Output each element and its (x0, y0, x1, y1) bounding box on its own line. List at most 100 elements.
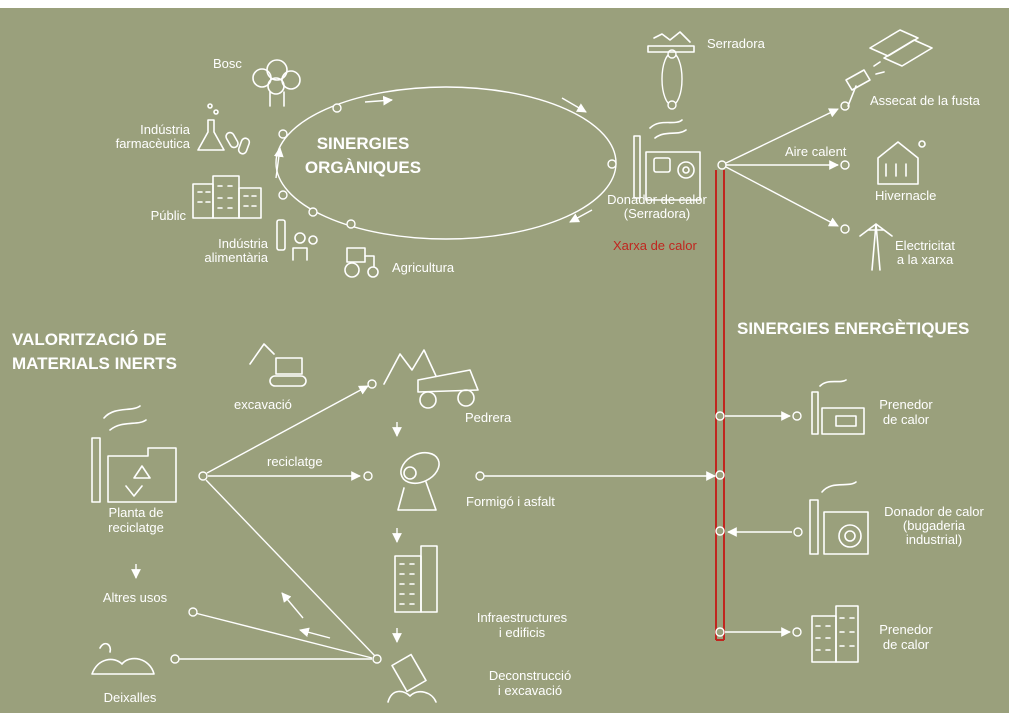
organic-title-1: SINERGIES (316, 134, 410, 153)
label-decon-1: Deconstrucció (488, 668, 572, 683)
label-reciclatge: reciclatge (267, 454, 323, 469)
node-hivernacle (840, 160, 850, 170)
label-formigo: Formigó i asfalt (466, 494, 555, 509)
cycle-node-bosc (332, 103, 342, 113)
label-hivernacle: Hivernacle (875, 188, 937, 203)
cycle-node-donador (607, 159, 617, 169)
label-prenedor1-2: de calor (882, 412, 930, 427)
pedrera-node (367, 379, 377, 389)
label-serradora: Serradora (707, 36, 765, 51)
recycle-factory-icon (91, 405, 177, 503)
tree-icon (252, 59, 301, 107)
excavator-icon (249, 343, 307, 387)
network-node-3 (715, 526, 725, 536)
tractor-icon (344, 247, 379, 278)
label-bugaderia-1: Donador de calor (884, 504, 984, 519)
label-assecat: Assecat de la fusta (870, 93, 980, 108)
node-electricitat (840, 224, 850, 234)
cycle-arrow-left (273, 147, 284, 179)
label-bosc: Bosc (213, 56, 242, 71)
donador-output-node (717, 160, 727, 170)
label-donador-1: Donador de calor (607, 192, 707, 207)
cycle-arrow-right-bottom (569, 209, 593, 223)
diagram-canvas (91, 29, 933, 703)
label-deixalles: Deixalles (103, 690, 157, 705)
label-planta-1: Planta de (108, 505, 164, 520)
formigo-input-node (363, 471, 373, 481)
flask-icon (197, 103, 225, 151)
heat-taker-factory-icon (811, 379, 865, 435)
apartment-icon (394, 545, 438, 613)
label-pedrera: Pedrera (465, 410, 512, 425)
label-prenedor2-1: Prenedor (879, 622, 933, 637)
arrow-decon-to-planta (281, 592, 304, 619)
cycle-node-farma (278, 129, 288, 139)
organic-title-2: ORGÀNIQUES (304, 158, 422, 177)
cycle-arrow-top (364, 95, 393, 106)
quarry-truck-icon (383, 349, 479, 409)
label-aire-calent: Aire calent (785, 144, 847, 159)
rubble-icon (387, 653, 437, 703)
label-infra-2: i edificis (498, 625, 546, 640)
line-to-electricitat (725, 166, 839, 227)
network-node-4 (715, 627, 725, 637)
wood-planks-icon (869, 29, 933, 67)
network-node-1 (715, 411, 725, 421)
line-decon-to-altres (194, 612, 373, 659)
formigo-output-node (475, 471, 485, 481)
laundry-factory-icon (809, 481, 869, 555)
line-to-assecat (725, 108, 839, 164)
energy-title: SINERGIES ENERGÈTIQUES (737, 319, 970, 338)
label-donador-2: (Serradora) (623, 206, 691, 221)
arrow-left-mid (299, 627, 331, 639)
label-electricitat-1: Electricitat (895, 238, 955, 253)
inert-title-1: VALORITZACIÓ DE (12, 330, 167, 349)
cement-mixer-icon (397, 451, 440, 511)
inert-title-2: MATERIALS INERTS (12, 354, 177, 373)
line-to-pedrera (206, 385, 369, 474)
diagram-panel: SINERGIES ORGÀNIQUES Bosc Indústria farm… (0, 8, 1009, 713)
label-bugaderia-3: industrial) (905, 532, 963, 547)
cycle-node-agri (346, 219, 356, 229)
decon-node (372, 654, 382, 664)
factory-icon (633, 119, 701, 201)
line-planta-to-decon (205, 479, 376, 657)
serradora-link (661, 52, 683, 106)
label-farma-2: farmacèutica (115, 136, 190, 151)
label-prenedor1-1: Prenedor (879, 397, 933, 412)
label-decon-2: i excavació (497, 683, 563, 698)
network-node-2 (715, 470, 725, 480)
cycle-node-alim (308, 207, 318, 217)
label-planta-2: reciclatge (108, 520, 164, 535)
pills-icon (225, 131, 251, 155)
node-assecat (840, 101, 850, 111)
altres-node (188, 607, 198, 617)
label-agricultura: Agricultura (392, 260, 455, 275)
label-alim-2: alimentària (204, 250, 268, 265)
greenhouse-icon (877, 140, 926, 185)
bugaderia-node (793, 527, 803, 537)
label-altres-usos: Altres usos (102, 590, 168, 605)
label-excavacio: excavació (234, 397, 292, 412)
label-xarxa-calor: Xarxa de calor (613, 238, 697, 253)
heat-taker-building-icon (811, 605, 859, 663)
buildings-icon (192, 175, 262, 219)
label-public: Públic (150, 208, 186, 223)
label-farma-1: Indústria (140, 122, 190, 137)
prenedor2-node (792, 627, 802, 637)
hairdryer-icon (845, 61, 885, 107)
sawmill-icon (647, 31, 695, 53)
label-electricitat-2: a la xarxa (896, 252, 954, 267)
cycle-arrow-right-top (561, 97, 587, 113)
label-infra-1: Infraestructures (476, 610, 568, 625)
label-prenedor2-2: de calor (882, 637, 930, 652)
label-bugaderia-2: (bugaderia (902, 518, 966, 533)
prenedor1-node (792, 411, 802, 421)
people-icon (276, 219, 318, 261)
serradora-node-bottom (667, 100, 677, 110)
cycle-node-public (278, 190, 288, 200)
pylon-icon (859, 223, 893, 271)
deixalles-node (170, 654, 180, 664)
planta-output-node (198, 471, 208, 481)
label-alim-1: Indústria (218, 236, 268, 251)
